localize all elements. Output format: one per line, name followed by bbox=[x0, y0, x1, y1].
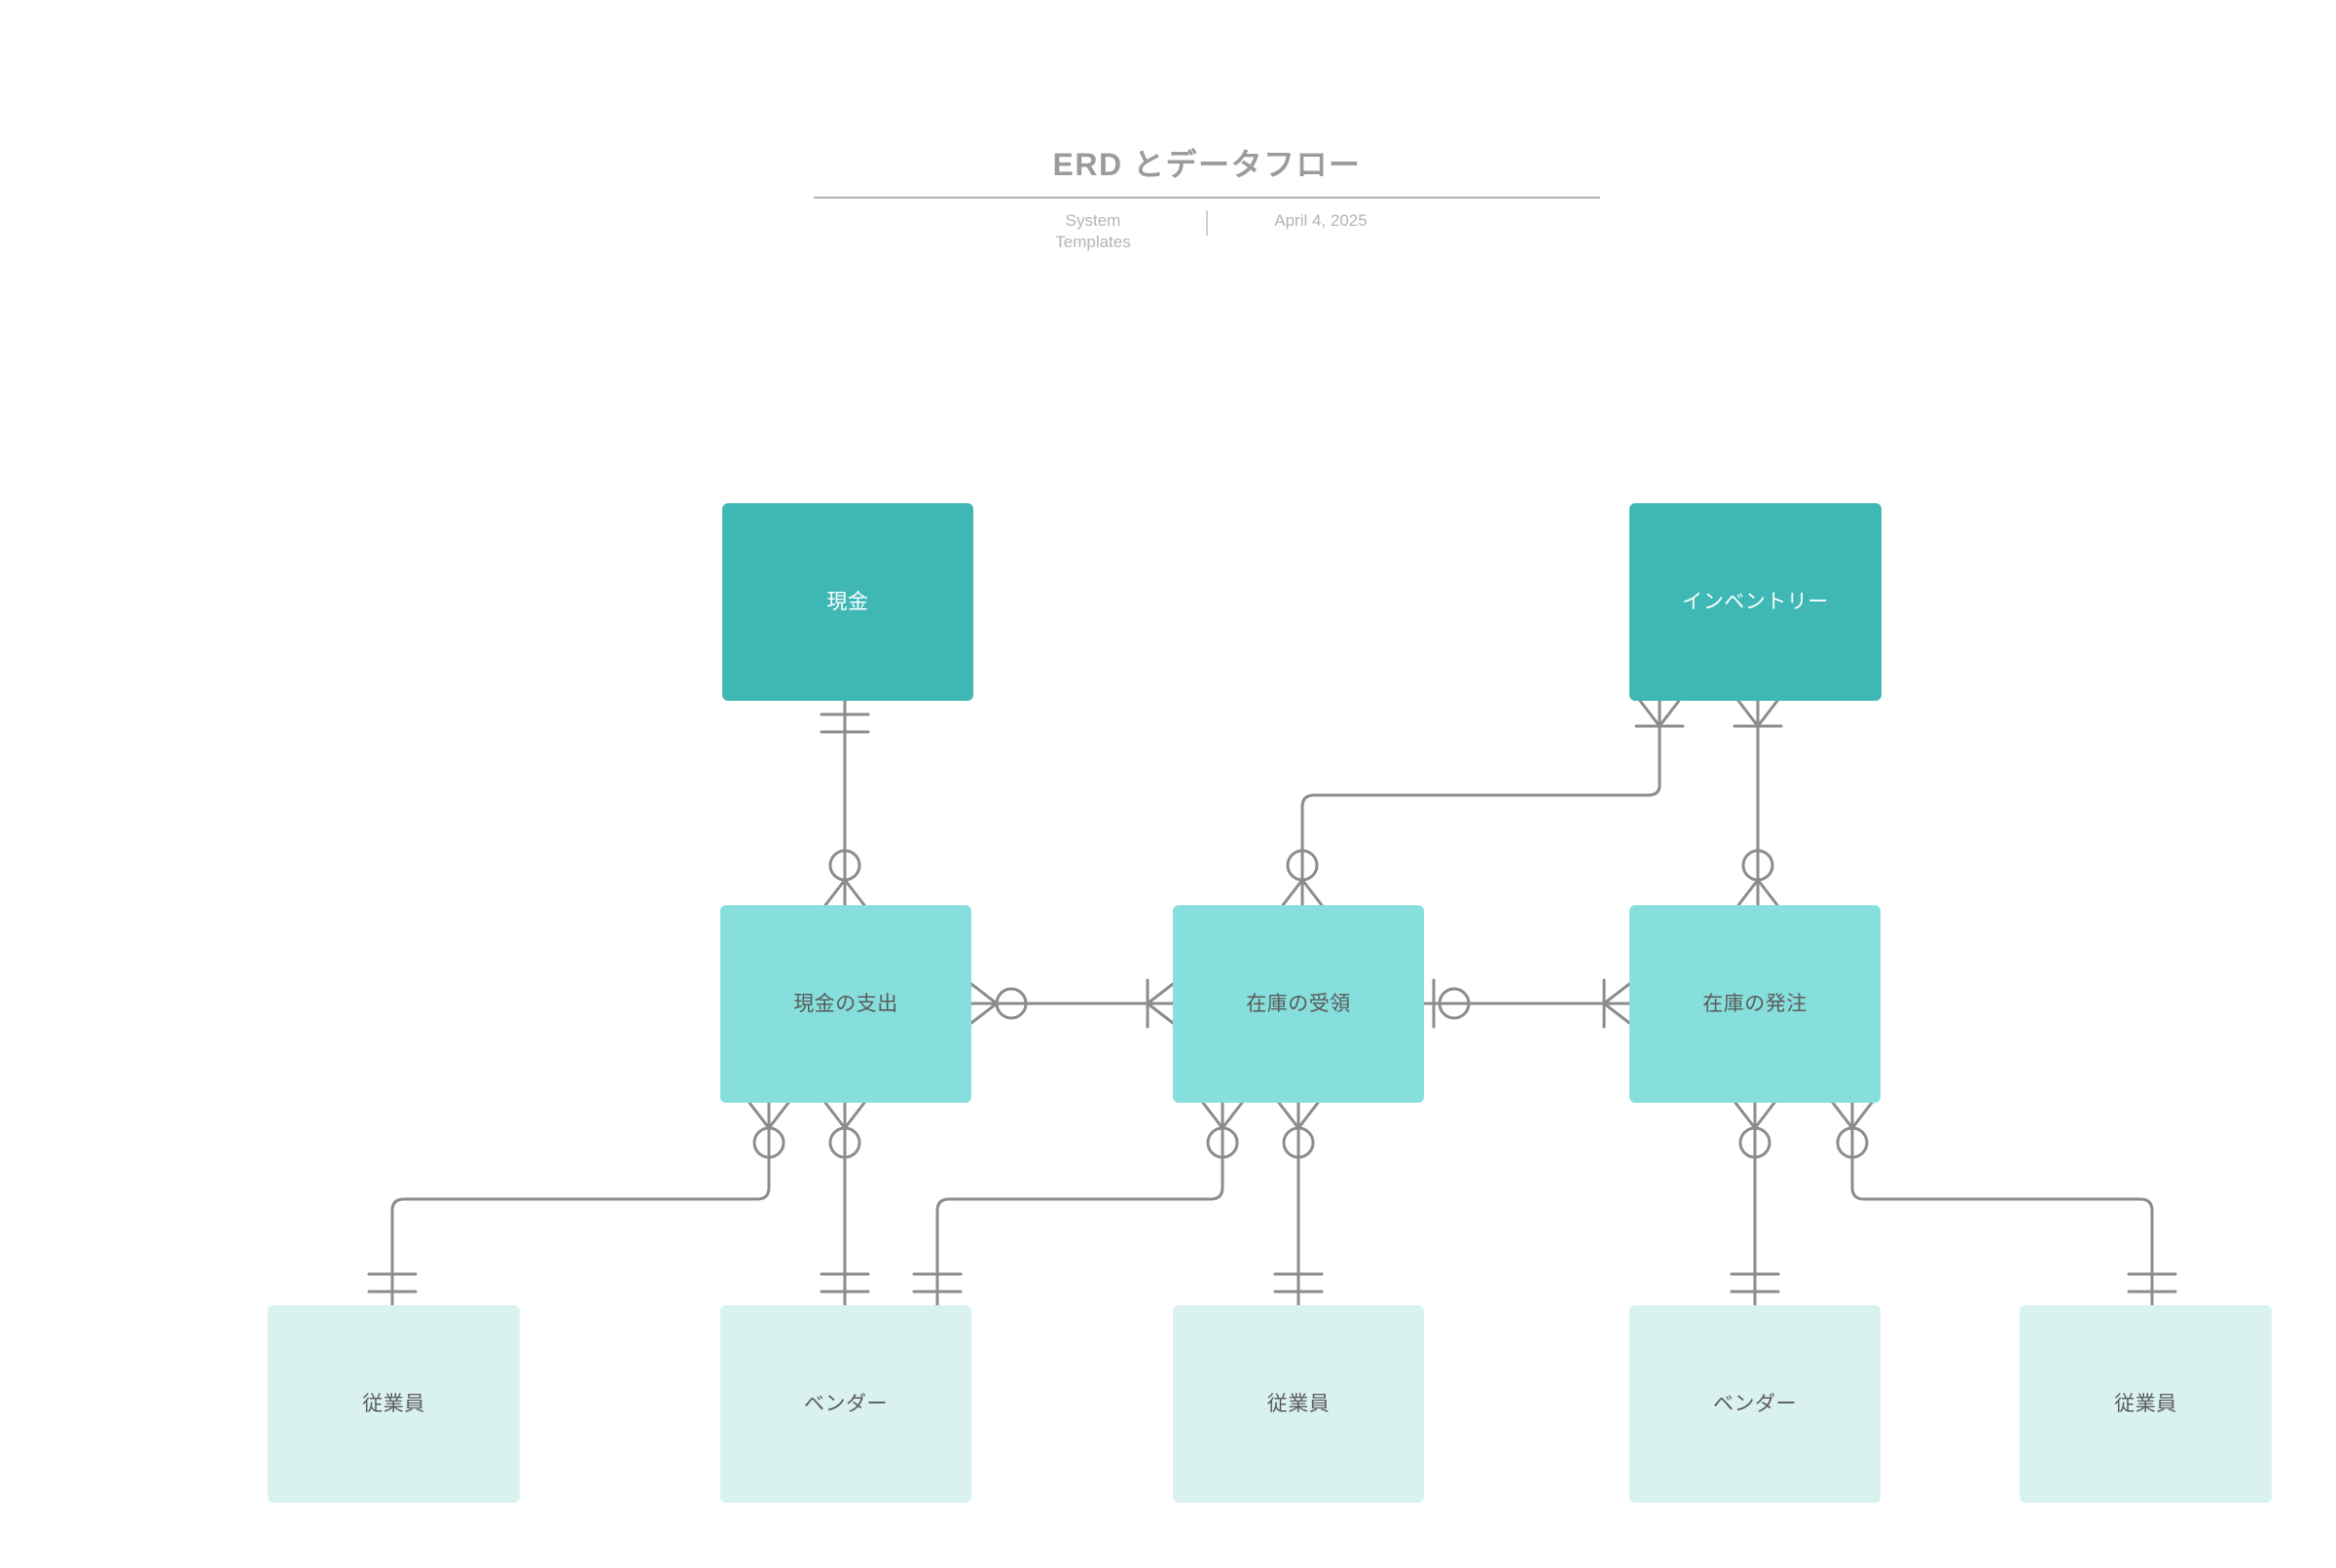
title-divider bbox=[814, 197, 1600, 200]
entity-node-vendor_2[interactable]: ベンダー bbox=[1629, 1305, 1880, 1503]
card-inventory-one-or-many-order bbox=[1733, 699, 1783, 728]
card-vendor-2-one-only-one bbox=[1730, 1272, 1780, 1294]
entity-node-inv_order[interactable]: 在庫の発注 bbox=[1629, 905, 1880, 1103]
card-cash-disb-zero-or-many-vendor1 bbox=[823, 1101, 866, 1159]
card-cash-one-only-one bbox=[820, 712, 870, 734]
connector-inventory-to-inventory-receipt bbox=[1300, 699, 1661, 907]
entity-node-label: 在庫の受領 bbox=[1246, 992, 1351, 1015]
card-cash-disbursement-zero-or-many-h bbox=[969, 982, 1028, 1025]
connector-cash-disbursement-to-employee-1 bbox=[390, 1101, 771, 1307]
header-meta: System Templates April 4, 2025 bbox=[814, 210, 1600, 252]
header-date-label: April 4, 2025 bbox=[1274, 211, 1368, 231]
entity-node-employee_1[interactable]: 従業員 bbox=[268, 1305, 520, 1503]
entity-node-vendor_1[interactable]: ベンダー bbox=[720, 1305, 971, 1503]
card-inv-order-zero-or-many-emp3 bbox=[1831, 1101, 1874, 1159]
entity-node-label: 従業員 bbox=[362, 1392, 425, 1415]
page-title: ERD とデータフロー bbox=[1052, 147, 1362, 182]
card-inventory-receipt-zero-or-one bbox=[1432, 978, 1471, 1029]
entity-node-employee_2[interactable]: 従業員 bbox=[1173, 1305, 1424, 1503]
card-inventory-receipt-zero-or-many bbox=[1281, 849, 1324, 907]
entity-node-label: 現金 bbox=[826, 590, 869, 613]
entity-node-inv_receipt[interactable]: 在庫の受領 bbox=[1173, 905, 1424, 1103]
entity-node-employee_3[interactable]: 従業員 bbox=[2020, 1305, 2272, 1503]
card-inventory-order-one-or-many-left bbox=[1602, 978, 1631, 1029]
card-employee-1-one-only-one bbox=[367, 1272, 418, 1294]
card-employee-2-one-only-one bbox=[1273, 1272, 1324, 1294]
entity-node-label: 従業員 bbox=[2114, 1392, 2177, 1415]
entity-node-label: ベンダー bbox=[804, 1392, 888, 1415]
card-inventory-one-or-many-receipt bbox=[1634, 699, 1685, 728]
entity-node-label: インベントリー bbox=[1682, 590, 1829, 613]
entity-node-cash[interactable]: 現金 bbox=[722, 503, 973, 701]
connector-inventory-receipt-to-vendor-1 bbox=[935, 1101, 1224, 1307]
entity-node-label: 従業員 bbox=[1266, 1392, 1331, 1415]
card-vendor-1-one-only-one-b bbox=[912, 1272, 963, 1294]
entity-node-label: 現金の支出 bbox=[793, 992, 898, 1015]
entity-node-cash_disb[interactable]: 現金の支出 bbox=[720, 905, 971, 1103]
card-inv-receipt-zero-or-many-emp2 bbox=[1277, 1101, 1320, 1159]
card-inv-receipt-zero-or-many-vendor1 bbox=[1201, 1101, 1244, 1159]
header-source-label: System Templates bbox=[1055, 211, 1131, 251]
card-cash-disb-zero-or-many-emp1 bbox=[748, 1101, 790, 1159]
card-inventory-order-zero-or-many bbox=[1736, 849, 1779, 907]
card-cash-disbursement-zero-or-many bbox=[823, 849, 866, 907]
card-employee-3-one-only-one bbox=[2127, 1272, 2177, 1294]
entity-node-label: ベンダー bbox=[1713, 1392, 1797, 1415]
connector-inventory-order-to-employee-3 bbox=[1850, 1101, 2154, 1307]
entity-node-inventory[interactable]: インベントリー bbox=[1629, 503, 1881, 701]
document-header: ERD とデータフロー System Templates April 4, 20… bbox=[814, 146, 1600, 252]
card-inventory-receipt-one-or-many-left bbox=[1146, 978, 1175, 1029]
header-meta-separator bbox=[1206, 210, 1208, 237]
entity-node-label: 在庫の発注 bbox=[1702, 992, 1807, 1015]
card-inv-order-zero-or-many-vendor2 bbox=[1734, 1101, 1776, 1159]
card-vendor-1-one-only-one bbox=[820, 1272, 870, 1294]
